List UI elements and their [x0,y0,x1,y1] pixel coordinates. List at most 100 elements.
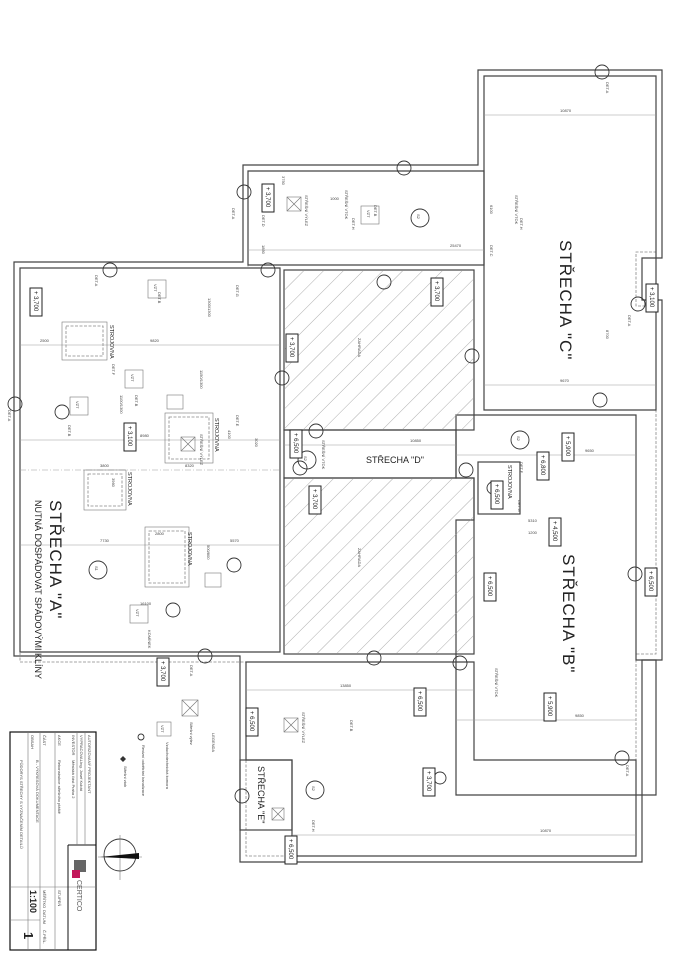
title-block-label: AUTORIZOVANÝ PROJEKTANT [87,735,92,794]
detail-e-label: DET.E [235,415,240,427]
elevation-value: + 3,700 [311,489,317,510]
elevation-marker: + 6,500 [413,687,427,717]
elevation-value: + 6,500 [248,711,254,732]
scale-label: MĚŘÍTKO [42,890,47,908]
sheet-label: Č.PŘÍL. [42,930,47,944]
title-block-value: Rekonstrukce střešního pláště [57,760,62,815]
elevation-marker: + 3,700 [430,277,444,307]
dimension-label: 7730 [100,538,110,543]
hatched-area-garden-upper [285,271,473,429]
detail-b-label: DET.B [349,720,354,732]
detail-b-label: DET.B [67,425,72,437]
detail-f-label: DET.F [111,364,116,376]
elevation-marker: + 3,700 [285,333,299,363]
elevation-marker: + 6,500 [483,572,497,602]
detail-b-label: DET.B [157,292,162,304]
title-block-label: VYPRACOVAL [79,735,84,763]
dimension-label: 3750 [281,176,286,186]
vzt-units [69,205,380,624]
roof-d-mark: S2 [303,456,308,462]
building-outline [13,69,663,863]
detail-h-label: DET.H [311,820,316,832]
legend: LEGENDA Střešní výlez VZT Vzduchotechnic… [120,699,216,797]
dimension-label: 16100 [140,601,152,606]
machine-rooms [61,321,214,588]
dimension-label: 25470 [450,243,462,248]
north-arrow-icon [98,835,142,880]
vzt-label: VZT [75,401,80,409]
roof-c-title: STŘECHA "C" [556,240,575,360]
detail-a-label: DET.A [231,208,236,220]
dimension-label: 2500 [40,338,50,343]
elevation-marker: + 3,700 [261,183,275,213]
title-block-value: Ing. Josef Kubát [79,762,84,792]
roof-b-mark: S2 [516,436,521,442]
detail-c-label: DET.C [489,245,494,257]
machine-room-label: STROJOVNA [186,532,192,566]
detail-g-label: DET.G [235,285,240,297]
elevation-marker: + 3,700 [308,485,322,515]
detail-a-label: DET.A [605,82,610,94]
machine-room-label: STROJOVNA [126,472,132,506]
title-block-label: ČÁST [42,735,47,746]
elevation-marker: + 3,100 [123,422,137,452]
detail-a-label: DET.A [7,410,12,422]
elevation-marker: + 3,700 [29,287,43,317]
elevation-marker: + 5,900 [561,432,575,462]
certico-logo: CERTICO [72,860,86,912]
detail-a-label: DET.A [625,765,630,777]
elevation-value: + 3,100 [648,287,654,308]
roof-c-mark: S2 [416,214,421,220]
elevation-value: + 6,500 [647,571,653,592]
legend-item-label: Střešní výlez [189,722,194,745]
roof-d-title: STŘECHA "D" [366,455,424,465]
legend-item-symbol: VZT [160,725,165,733]
elevation-value: + 6,500 [416,691,422,712]
elevation-marker: + 3,700 [422,767,436,797]
dimension-label: 2800 [155,531,165,536]
vzt-label: VZT [153,284,158,292]
elevation-marker: + 6,500 [245,707,259,737]
title-block: AUTORIZOVANÝ PROJEKTANT VYPRACOVAL INVES… [9,731,97,951]
dimension-label: 5310 [528,518,538,523]
elevation-value: + 5,900 [564,436,570,457]
detail-g-label: DET.G [517,500,522,512]
elevation-marker: + 6,500 [644,567,658,597]
dimension-label: 1000 [330,196,340,201]
legend-title: LEGENDA [211,733,216,752]
elevation-value: + 3,700 [425,771,431,792]
dimension-label: 8980 [140,433,150,438]
detail-a-label: DET.A [189,665,194,677]
dimension-label: 13850 [340,683,352,688]
elevation-value: + 3,700 [32,291,38,312]
vzt-label: VZT [130,374,135,382]
elevation-marker: + 6,500 [289,429,303,459]
elevation-marker: + 5,900 [543,692,557,722]
scale-value: 1:100 [28,890,38,913]
title-block-value: Městská část Praha 2 [71,760,76,799]
roof-a-mark: S1 [94,566,99,572]
elevation-value: + 3,100 [126,426,132,447]
machine-room-label: STROJOVNA [108,325,114,359]
elevation-marker: + 3,700 [156,657,170,687]
detail-circles [7,64,646,804]
detail-a-label: DET.A [627,315,632,327]
elevation-value: + 3,700 [264,187,270,208]
roof-drain-label: STŘEŠNÍ VTOK [321,440,326,470]
date-label: DATUM [42,910,47,924]
detail-b-label: DET.B [134,395,139,407]
svg-text:CERTICO: CERTICO [75,880,82,912]
roof-hatch-icons [180,196,302,821]
dimension-label: 3960 [111,478,116,488]
roof-a-title: STŘECHA "A" [46,500,65,619]
elevation-value: + 6,500 [493,484,499,505]
roof-b-title: STŘECHA "B" [559,554,578,673]
elevation-value: + 6,800 [539,455,545,476]
detail-f-label: DET.F [519,462,524,474]
detail-b-label: DET.B [373,205,378,217]
machine-room-label: STROJOVNA [506,465,512,499]
dimension-label: 1200 [528,530,538,535]
garden-label: ZAHRADA [357,548,362,567]
dimension-label: 1300/1300 [207,298,212,318]
